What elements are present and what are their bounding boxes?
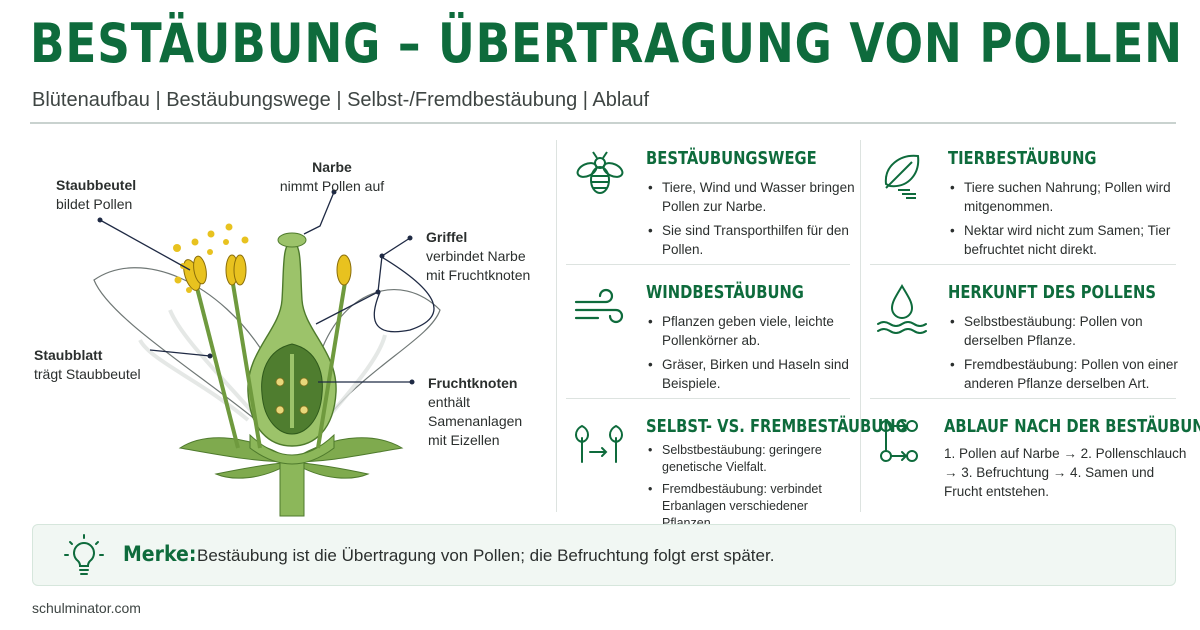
card-list: Pflanzen geben viele, leichte Pollenkörn… — [646, 312, 856, 398]
card-list: Selbstbestäubung: geringere genetische V… — [646, 442, 861, 537]
column-divider-right — [860, 140, 861, 512]
plants-arrow-icon — [575, 424, 623, 463]
anthers — [183, 254, 352, 291]
row-divider-1b — [870, 264, 1176, 265]
card-bestaeubungswege: BESTÄUBUNGSWEGE Tiere, Wind und Wasser b… — [570, 144, 855, 259]
card-list: Tiere suchen Nahrung; Pollen wird mitgen… — [948, 178, 1178, 264]
leaf-icon — [884, 154, 920, 199]
pollen-grains — [173, 223, 249, 293]
leader-dots — [97, 189, 415, 385]
flower-illustration — [93, 189, 441, 517]
ovary-center — [290, 354, 294, 428]
merke-box: Merke: Bestäubung ist die Übertragung vo… — [32, 524, 1176, 586]
filaments — [193, 275, 348, 449]
row-divider-1a — [566, 264, 850, 265]
card-windbestaeubung: WINDBESTÄUBUNG Pflanzen geben viele, lei… — [570, 278, 855, 393]
process-text: 1. Pollen auf Narbe → 2. Pollenschlauch … — [944, 446, 1187, 499]
list-item: Selbstbestäubung: Pollen von derselben P… — [948, 312, 1188, 350]
list-item: Nektar wird nicht zum Samen; Tier befruc… — [948, 221, 1178, 259]
card-title: TIERBESTÄUBUNG — [948, 148, 1097, 169]
process-flow-icon — [880, 420, 918, 462]
list-item: Sie sind Transporthilfen für den Pollen. — [646, 221, 886, 259]
card-title: SELBST- VS. FREMBESTÄUBUNG — [646, 416, 908, 437]
ovules — [275, 377, 309, 415]
card-title: ABLAUF NACH DER BESTÄUBUNG — [944, 416, 1200, 437]
card-ablauf: ABLAUF NACH DER BESTÄUBUNG 1. Pollen auf… — [872, 412, 1200, 518]
page-title: BESTÄUBUNG – ÜBERTRAGUNG VON POLLEN — [30, 12, 1183, 75]
leader-lines — [99, 191, 435, 383]
list-item: Tiere suchen Nahrung; Pollen wird mitgen… — [948, 178, 1178, 216]
list-item: Fremdbestäubung: Pollen von einer andere… — [948, 355, 1188, 393]
card-list: Tiere, Wind und Wasser bringen Pollen zu… — [646, 178, 886, 264]
bee-icon — [576, 151, 624, 194]
card-list: Selbstbestäubung: Pollen von derselben P… — [948, 312, 1188, 398]
list-item: Tiere, Wind und Wasser bringen Pollen zu… — [646, 178, 886, 216]
card-tierbestaeubung: TIERBESTÄUBUNG Tiere suchen Nahrung; Pol… — [872, 144, 1172, 259]
header-divider — [30, 122, 1176, 124]
merke-text: Bestäubung ist die Übertragung von Polle… — [197, 546, 775, 565]
row-divider-2a — [566, 398, 850, 399]
card-title: BESTÄUBUNGSWEGE — [646, 148, 817, 169]
footer-source: schulminator.com — [32, 600, 141, 616]
card-herkunft: HERKUNFT DES POLLENS Selbstbestäubung: P… — [872, 278, 1182, 393]
list-item: Selbstbestäubung: geringere genetische V… — [646, 442, 861, 476]
receptacle — [249, 433, 335, 465]
card-selbst-fremd: SELBST- VS. FREMBESTÄUBUNG Selbstbestäub… — [570, 412, 908, 530]
row-divider-2b — [870, 398, 1176, 399]
merke-label: Merke: — [123, 542, 197, 566]
list-item: Gräser, Birken und Haseln sind Beispiele… — [646, 355, 856, 393]
card-title: HERKUNFT DES POLLENS — [948, 282, 1156, 303]
card-title: WINDBESTÄUBUNG — [646, 282, 804, 303]
column-divider-left — [556, 140, 557, 512]
stigma — [277, 232, 307, 248]
wind-icon — [574, 288, 624, 324]
lightbulb-icon — [64, 534, 104, 575]
flower-stem — [279, 459, 305, 517]
water-drop-icon — [877, 284, 927, 334]
list-item: Pflanzen geben viele, leichte Pollenkörn… — [646, 312, 856, 350]
page-subtitle: Blütenaufbau | Bestäubungswege | Selbst-… — [32, 89, 650, 111]
